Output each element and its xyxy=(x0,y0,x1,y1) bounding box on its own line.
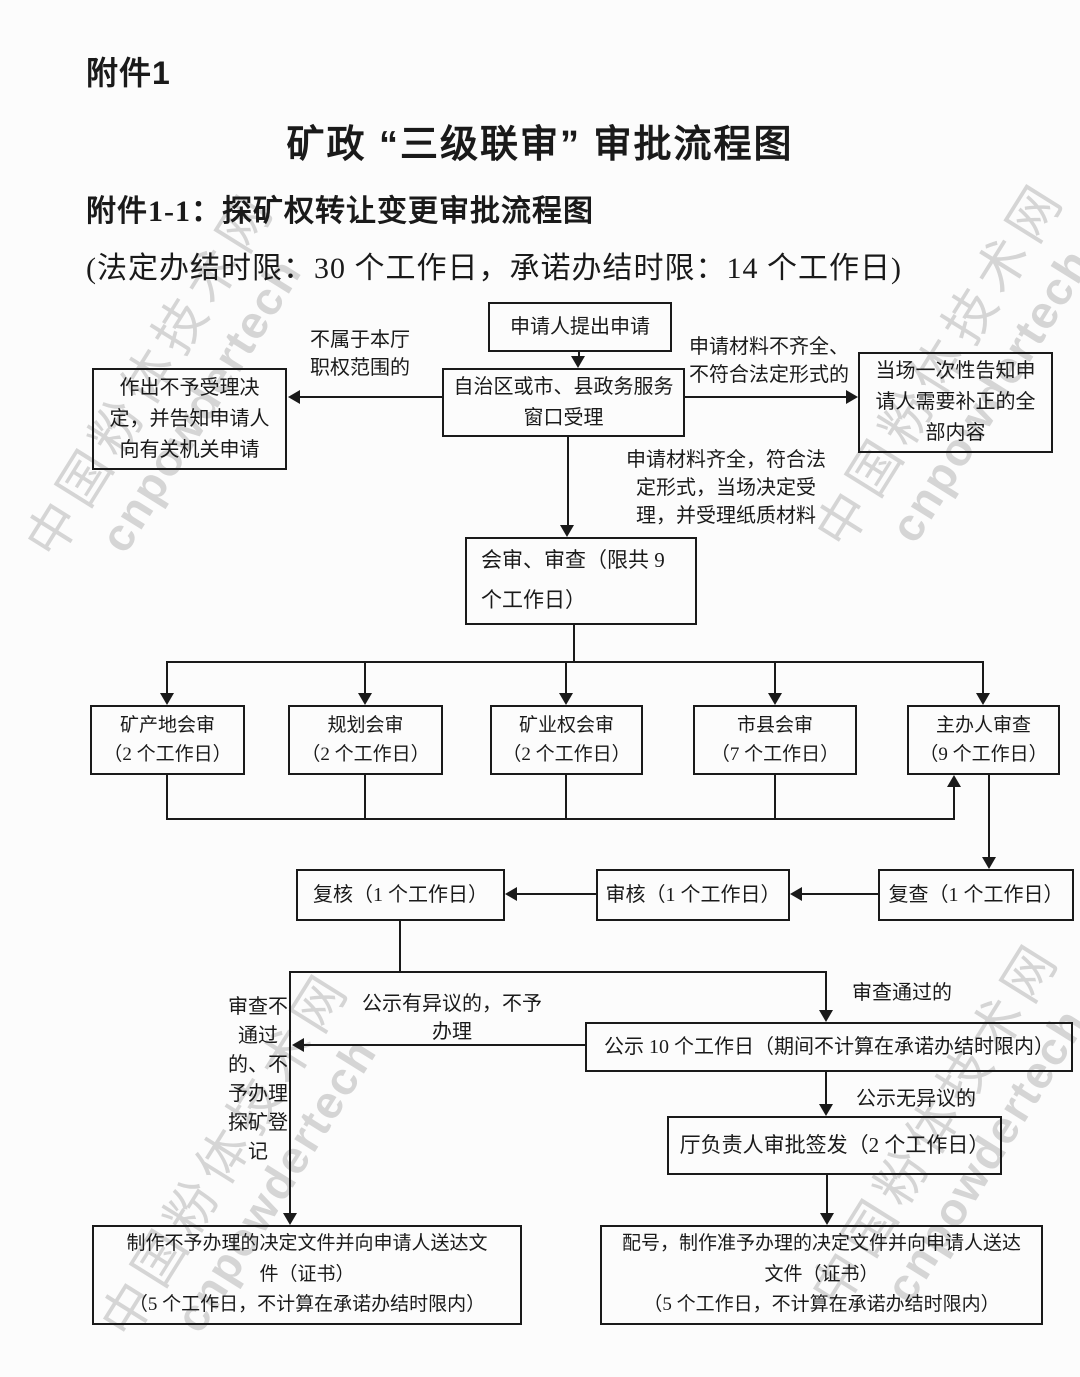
flow-connector xyxy=(573,623,575,663)
node-final-check: 复核（1 个工作日） xyxy=(296,869,505,921)
arrowhead-down xyxy=(560,525,574,537)
flow-connector xyxy=(300,396,442,398)
node-publicity: 公示 10 个工作日（期间不计算在承诺办结时限内） xyxy=(585,1022,1073,1072)
flow-connector xyxy=(166,773,168,820)
flow-connector xyxy=(565,773,567,820)
flow-connector xyxy=(166,818,955,820)
arrowhead-down xyxy=(571,356,585,368)
node-director-sign: 厅负责人审批签发（2 个工作日） xyxy=(667,1116,1002,1175)
node-review-city-county: 市县会审 （7 个工作日） xyxy=(693,705,857,775)
flow-connector xyxy=(364,661,366,694)
flow-connector xyxy=(399,921,401,973)
flow-connector xyxy=(166,661,168,694)
node-review-planning: 规划会审 （2 个工作日） xyxy=(288,705,443,775)
node-deny-document: 制作不予办理的决定文件并向申请人送达文 件（证书） （5 个工作日，不计算在承诺… xyxy=(92,1225,522,1325)
node-apply: 申请人提出申请 xyxy=(488,302,672,352)
node-review-mineral-site: 矿产地会审 （2 个工作日） xyxy=(90,705,245,775)
arrowhead-down xyxy=(819,1104,833,1116)
flow-connector xyxy=(774,661,776,694)
node-service-window: 自治区或市、县政务服务 窗口受理 xyxy=(442,368,685,437)
label-materials-incomplete: 申请材料不齐全、 不符合法定形式的 xyxy=(689,336,849,386)
flow-connector xyxy=(289,971,827,973)
arrowhead-down xyxy=(160,693,174,705)
arrowhead-down xyxy=(819,1010,833,1022)
node-notify-correction: 当场一次性告知申 请人需要补正的全 部内容 xyxy=(858,352,1053,453)
arrowhead-right xyxy=(846,390,858,404)
flow-connector xyxy=(166,661,984,663)
label-review-passed: 审查通过的 xyxy=(852,982,952,1004)
arrowhead-down xyxy=(820,1213,834,1225)
arrowhead-down xyxy=(768,693,782,705)
label-not-jurisdiction: 不属于本厅 职权范围的 xyxy=(310,329,410,379)
arrowhead-down xyxy=(976,693,990,705)
flow-connector xyxy=(953,787,955,818)
flow-connector xyxy=(825,1070,827,1104)
arrowhead-down xyxy=(982,857,996,869)
node-joint-review: 会审、审查（限共 9 个工作日） xyxy=(465,537,697,625)
node-approve-document: 配号，制作准予办理的决定文件并向申请人送达 文件（证书） （5 个工作日，不计算… xyxy=(600,1225,1043,1325)
arrowhead-down xyxy=(283,1213,297,1225)
time-limit-note: (法定办结时限：30 个工作日，承诺办结时限：14 个工作日) xyxy=(86,252,902,285)
arrowhead-down xyxy=(559,693,573,705)
label-publicity-objection: 公示有异议的，不予 办理 xyxy=(362,993,542,1043)
flow-connector xyxy=(683,396,846,398)
node-review-host: 主办人审查 （9 个工作日） xyxy=(907,705,1060,775)
flow-connector xyxy=(802,893,878,895)
arrowhead-left xyxy=(288,390,300,404)
flow-connector xyxy=(988,775,990,857)
flow-connector xyxy=(825,971,827,1010)
arrowhead-down xyxy=(358,693,372,705)
page-title: 矿政 “三级联审” 审批流程图 xyxy=(286,124,794,166)
flow-connector xyxy=(578,352,580,358)
flow-connector xyxy=(982,661,984,694)
label-no-objection: 公示无异议的 xyxy=(856,1088,976,1110)
attachment-label: 附件1 xyxy=(86,55,171,91)
arrowhead-left xyxy=(292,1038,304,1052)
flow-connector xyxy=(517,893,596,895)
node-verify: 审核（1 个工作日） xyxy=(596,869,790,921)
flow-connector xyxy=(565,661,567,694)
node-recheck: 复查（1 个工作日） xyxy=(878,869,1074,921)
arrowhead-left xyxy=(505,887,517,901)
label-materials-complete: 申请材料齐全，符合法 定形式，当场决定受 理，并受理纸质材料 xyxy=(626,449,826,527)
node-reject-acceptance: 作出不予受理决 定，并告知申请人 向有关机关申请 xyxy=(92,368,287,470)
node-review-mining-right: 矿业权会审 （2 个工作日） xyxy=(490,705,643,775)
flow-connector xyxy=(304,1044,585,1046)
flow-connector xyxy=(289,971,291,1213)
page-subtitle: 附件1-1：探矿权转让变更审批流程图 xyxy=(86,195,594,228)
flow-connector xyxy=(567,437,569,526)
flow-connector xyxy=(364,773,366,820)
arrowhead-up xyxy=(947,775,961,787)
flow-connector xyxy=(826,1173,828,1213)
arrowhead-left xyxy=(790,887,802,901)
label-review-failed: 审查不 通过 的、不 予办理 探矿登 记 xyxy=(228,996,288,1163)
flow-connector xyxy=(774,773,776,820)
